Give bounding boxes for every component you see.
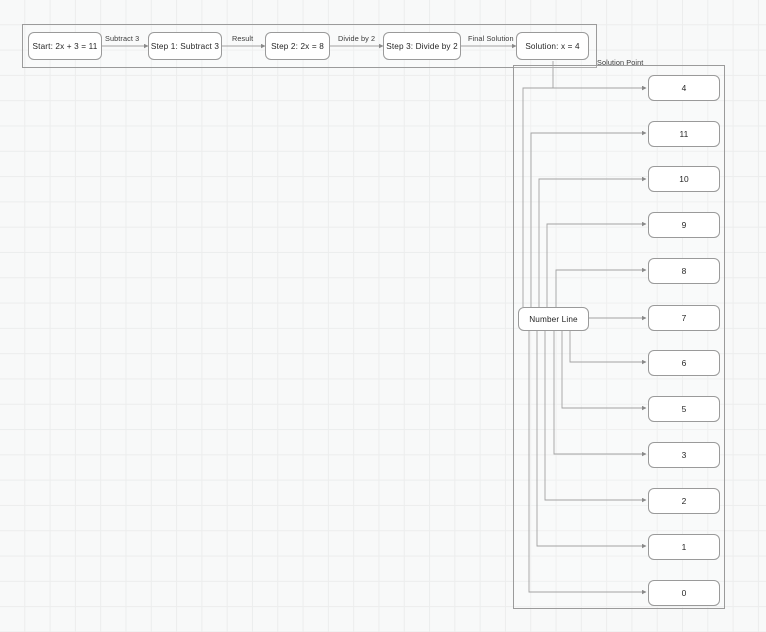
node-number-8[interactable]: 8 [648,258,720,284]
node-number-3[interactable]: 3 [648,442,720,468]
node-start[interactable]: Start: 2x + 3 = 11 [28,32,102,60]
edge-label-subtract-3: Subtract 3 [105,34,140,43]
node-number-6[interactable]: 6 [648,350,720,376]
node-number-9[interactable]: 9 [648,212,720,238]
edge-label-solution-point: Solution Point [597,58,644,67]
node-step-2[interactable]: Step 2: 2x = 8 [265,32,330,60]
numberline-cluster [513,65,725,609]
node-number-1[interactable]: 1 [648,534,720,560]
edge-label-result: Result [232,34,254,43]
edge-label-final-solution: Final Solution [468,34,514,43]
node-number-7[interactable]: 7 [648,305,720,331]
node-number-11[interactable]: 11 [648,121,720,147]
node-solution[interactable]: Solution: x = 4 [516,32,589,60]
node-number-0[interactable]: 0 [648,580,720,606]
node-number-2[interactable]: 2 [648,488,720,514]
node-number-line[interactable]: Number Line [518,307,589,331]
node-number-5[interactable]: 5 [648,396,720,422]
node-number-10[interactable]: 10 [648,166,720,192]
edge-label-divide-by-2: Divide by 2 [338,34,376,43]
node-number-4[interactable]: 4 [648,75,720,101]
node-step-3[interactable]: Step 3: Divide by 2 [383,32,461,60]
node-step-1[interactable]: Step 1: Subtract 3 [148,32,222,60]
